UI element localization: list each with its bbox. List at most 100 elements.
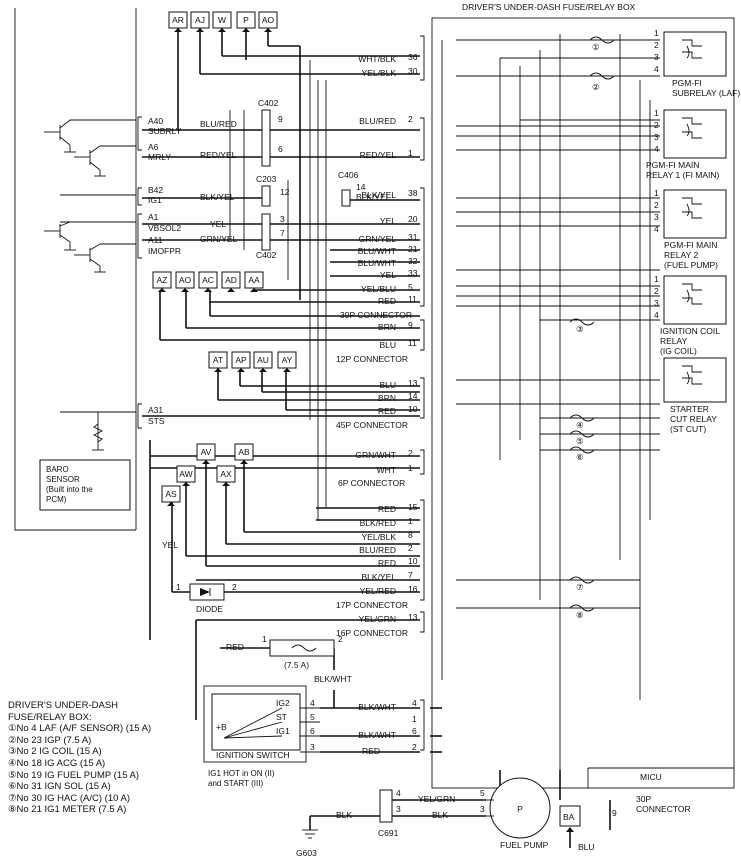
relay-pin: 2 <box>654 200 659 210</box>
connector-label: 30P <box>636 794 651 804</box>
fuse-number: ⑧ <box>576 610 584 620</box>
pin-number: 32 <box>408 256 418 266</box>
legend-item: ⑦No 30 IG HAC (A/C) (10 A) <box>8 792 131 804</box>
relay-ig-coil-box <box>663 275 727 325</box>
wire-color: BLK/WHT <box>358 730 396 740</box>
relay-pin: 4 <box>654 224 659 234</box>
legend-title: DRIVER'S UNDER-DASH FUSE/RELAY BOX: <box>8 700 119 723</box>
wire-color: GRN/YEL <box>359 234 397 244</box>
vbsol-transistor <box>44 221 76 251</box>
terminal-tag: AZ <box>152 271 172 292</box>
main-wires <box>142 30 611 848</box>
wire-color: GRN/WHT <box>355 450 396 460</box>
relay-label: CUT RELAY <box>670 414 717 424</box>
connector-label: C402 <box>256 250 277 260</box>
pin-number: 1 <box>408 516 413 526</box>
ignition-label: IG1 <box>276 726 290 736</box>
pin-number: 3 <box>396 804 401 814</box>
connector-label: 17P CONNECTOR <box>336 600 408 610</box>
pin-number: 14 <box>356 182 366 192</box>
pin-number: 10 <box>408 556 418 566</box>
pin-number: 9 <box>612 808 617 818</box>
wire-color: BLK/WHT <box>314 674 352 684</box>
terminal-tag: AW <box>176 465 196 486</box>
relay-pin: 4 <box>654 144 659 154</box>
baro-sensor-label: BARO <box>46 465 69 474</box>
wire-color: RED <box>378 504 396 514</box>
wire-color: YEL <box>162 540 178 550</box>
relay-label: (FUEL PUMP) <box>664 260 718 270</box>
terminal-tag-label: AR <box>172 15 184 25</box>
wire-color: YEL <box>380 270 396 280</box>
pin-number: 7 <box>280 228 285 238</box>
baro-sensor-box <box>39 459 131 511</box>
wire-color: BLK/RED <box>360 518 396 528</box>
pin-number: 5 <box>480 788 485 798</box>
connector-label: C406 <box>338 170 359 180</box>
fuse-relay-box-outline <box>431 17 735 789</box>
relay-pin: 1 <box>654 108 659 118</box>
terminal-tag-label: AD <box>225 275 237 285</box>
wire-color: YEL <box>380 216 396 226</box>
pin-number: 9 <box>408 320 413 330</box>
terminal-tag-label: AB <box>238 447 250 457</box>
legend-item: ⑥No 31 IGN SOL (15 A) <box>8 781 111 793</box>
fuse-number: ② <box>592 82 600 92</box>
pcm-pin-name: SUBRLY <box>148 126 182 136</box>
pin-number: 12 <box>280 187 290 197</box>
terminal-tag-label: W <box>218 15 226 25</box>
relay-pin: 2 <box>654 40 659 50</box>
pin-number: 3 <box>480 804 485 814</box>
pin-number: 21 <box>408 244 418 254</box>
legend-item: ③No 2 IG COIL (15 A) <box>8 746 102 758</box>
fuse-rating: (7.5 A) <box>284 660 309 670</box>
terminal-tag: AP <box>231 351 251 372</box>
pin-number: 4 <box>412 698 417 708</box>
relay-pin: 3 <box>654 298 659 308</box>
legend-item: ②No 23 IGP (7.5 A) <box>8 734 92 746</box>
wire-color: BLK/WHT <box>358 702 396 712</box>
connector-label: C691 <box>378 828 399 838</box>
terminal-tag: AD <box>221 271 241 292</box>
wire-color: BLK/YEL <box>362 572 397 582</box>
pcm-pin: A11 <box>148 235 163 245</box>
relay-label: PGM-FI MAIN <box>646 160 699 170</box>
legend-item: ④No 18 IG ACG (15 A) <box>8 757 106 769</box>
terminal-tag-label: AP <box>235 355 247 365</box>
connector-label: C203 <box>256 174 277 184</box>
fuse-number: ⑥ <box>576 452 584 462</box>
pcm-pin-name: IMOFPR <box>148 246 181 256</box>
box-edge-connectors <box>420 35 425 751</box>
baro-sensor-label: PCM) <box>46 495 67 504</box>
relay-label: RELAY 2 <box>664 250 698 260</box>
relay-pin: 1 <box>654 28 659 38</box>
relay-pin: 2 <box>654 120 659 130</box>
pin-number: 7 <box>408 570 413 580</box>
terminal-tag: AB <box>234 443 254 464</box>
fuse-legend: DRIVER'S UNDER-DASH FUSE/RELAY BOX: ①No … <box>8 700 151 816</box>
terminal-tag-label: AT <box>213 355 223 365</box>
pin-number: 20 <box>408 214 418 224</box>
relay-pin: 4 <box>654 64 659 74</box>
terminal-tag-label: P <box>243 15 249 25</box>
terminal-tag: AV <box>196 443 216 464</box>
pin-number: 30 <box>408 66 418 76</box>
relay-pin: 3 <box>654 212 659 222</box>
ignition-note: and START (III) <box>208 779 263 788</box>
wire-color: RED/YEL <box>360 150 397 160</box>
relay-label: IGNITION COIL <box>660 326 720 336</box>
ground-symbol <box>302 829 318 839</box>
pcm-pin-name: STS <box>148 416 165 426</box>
pin-number: 1 <box>262 634 267 644</box>
relay-pin: 4 <box>654 310 659 320</box>
pcm-pin-name: IG1 <box>148 195 162 205</box>
connector-label: 6P CONNECTOR <box>338 478 405 488</box>
pin-number: 36 <box>408 52 418 62</box>
fuse-number: ⑦ <box>576 582 584 592</box>
wire-color: BLU <box>379 340 396 350</box>
pin-number: 13 <box>408 612 418 622</box>
pcm-pin-name: VBSOL2 <box>148 223 181 233</box>
pin-number: 2 <box>412 742 417 752</box>
ba-label: BA <box>563 812 575 822</box>
